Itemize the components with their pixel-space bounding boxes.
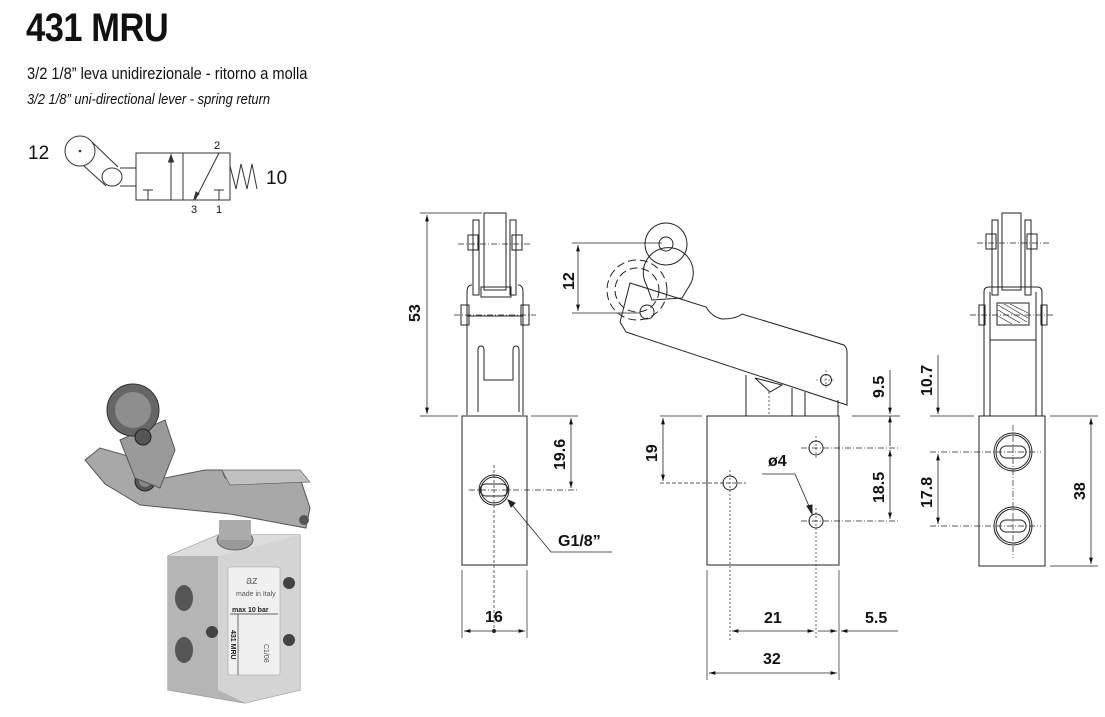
dim-height-total: 53: [407, 304, 424, 322]
dim-lever-height: 9.5: [871, 376, 888, 398]
front-view: [572, 222, 900, 680]
dim-hole-spacing-vertical: 18.5: [871, 472, 888, 503]
dim-body-height: 38: [1072, 482, 1089, 500]
port-2-label: 2: [214, 140, 220, 152]
subtitle-english: 3/2 1/8” uni-directional lever - spring …: [27, 91, 271, 108]
product-label: [227, 566, 281, 676]
dim-edge-offset: 5.5: [865, 610, 887, 627]
port-1-label: 1: [216, 204, 222, 216]
dim-top-height: 10.7: [919, 365, 936, 396]
brand-logo: az: [246, 575, 258, 587]
side-view: [420, 212, 612, 638]
dim-side-width: 16: [485, 609, 503, 626]
roller-icon: [64, 135, 96, 167]
dim-roller-offset: 12: [561, 272, 578, 290]
port-thread-label: G1/8”: [558, 533, 601, 550]
dim-port-height: 19.6: [552, 439, 569, 470]
product-title: 431 MRU: [26, 6, 169, 50]
dim-hole-diameter: ø4: [768, 453, 787, 470]
port-12-label: 12: [28, 143, 49, 164]
port-3-label: 3: [191, 204, 197, 216]
made-in-text: made in Italy: [236, 591, 276, 598]
subtitle-italian: 3/2 1/8” leva unidirezionale - ritorno a…: [27, 64, 308, 83]
dim-port-spacing: 17.8: [919, 477, 936, 508]
dim-body-width: 32: [763, 651, 781, 668]
model-text: 431 MRU: [229, 630, 236, 660]
product-photo: az made in Italy max 10 bar 431 MRU C1/0…: [84, 383, 311, 704]
code-text: C1/08: [262, 644, 269, 663]
pneumatic-symbol: 12 10 2 3 1: [28, 135, 287, 216]
rear-view: [930, 212, 1098, 567]
dim-hole-spacing-horizontal: 21: [764, 610, 782, 627]
port-10-label: 10: [266, 168, 287, 189]
dim-hole-height: 19: [644, 444, 661, 462]
pressure-text: max 10 bar: [232, 607, 269, 614]
